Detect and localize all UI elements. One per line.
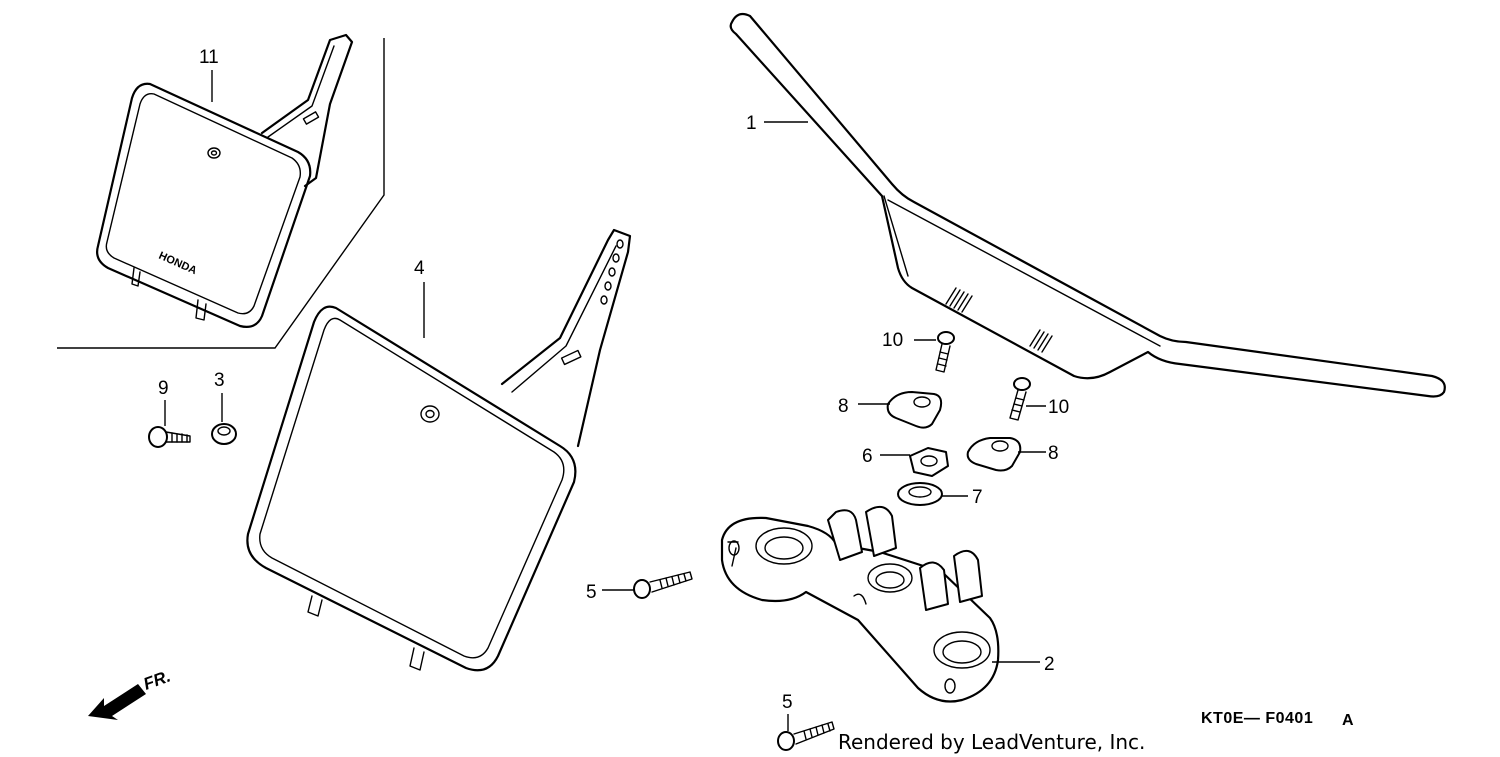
callout-11: 11 <box>199 47 219 68</box>
brand-mark: HONDA <box>157 250 199 277</box>
callout-7: 7 <box>972 487 983 508</box>
number-plate-inset[interactable]: HONDA <box>96 33 354 328</box>
stay-holes <box>600 239 624 305</box>
callout-5b: 5 <box>782 692 793 713</box>
holder-8-left[interactable] <box>886 391 943 429</box>
bolt-5-lower[interactable] <box>777 721 835 751</box>
callout-3: 3 <box>214 370 225 391</box>
callout-8a: 8 <box>838 396 849 417</box>
callout-10a: 10 <box>882 330 903 351</box>
callout-9: 9 <box>158 378 169 399</box>
number-plate[interactable] <box>246 228 632 672</box>
callout-6: 6 <box>862 446 873 467</box>
callout-8b: 8 <box>1048 443 1059 464</box>
diagram-code: KT0E— F0401 <box>1201 710 1313 727</box>
front-direction-arrow: FR. <box>88 667 173 720</box>
inset-panel: HONDA 11 <box>57 33 385 349</box>
callout-5a: 5 <box>586 582 597 603</box>
handlebar[interactable] <box>729 12 1446 398</box>
front-label: FR. <box>141 667 173 694</box>
inset-border <box>57 38 385 349</box>
collar-3[interactable] <box>211 423 237 445</box>
callout-4: 4 <box>414 258 425 279</box>
diagram-code-suffix: A <box>1342 712 1354 729</box>
holder-8-right[interactable] <box>966 437 1022 472</box>
bolt-5-upper[interactable] <box>633 571 693 599</box>
bolt-10-right[interactable] <box>1009 377 1031 421</box>
callout-2: 2 <box>1044 654 1055 675</box>
nut-6[interactable] <box>909 447 949 477</box>
washer-7[interactable] <box>897 482 943 506</box>
callout-1: 1 <box>746 113 757 134</box>
bolt-10-left[interactable] <box>935 331 955 373</box>
callout-10b: 10 <box>1048 397 1069 418</box>
top-bridge[interactable] <box>720 505 1000 703</box>
render-credit: Rendered by LeadVenture, Inc. <box>838 730 1145 754</box>
bolt-9[interactable] <box>148 426 191 448</box>
